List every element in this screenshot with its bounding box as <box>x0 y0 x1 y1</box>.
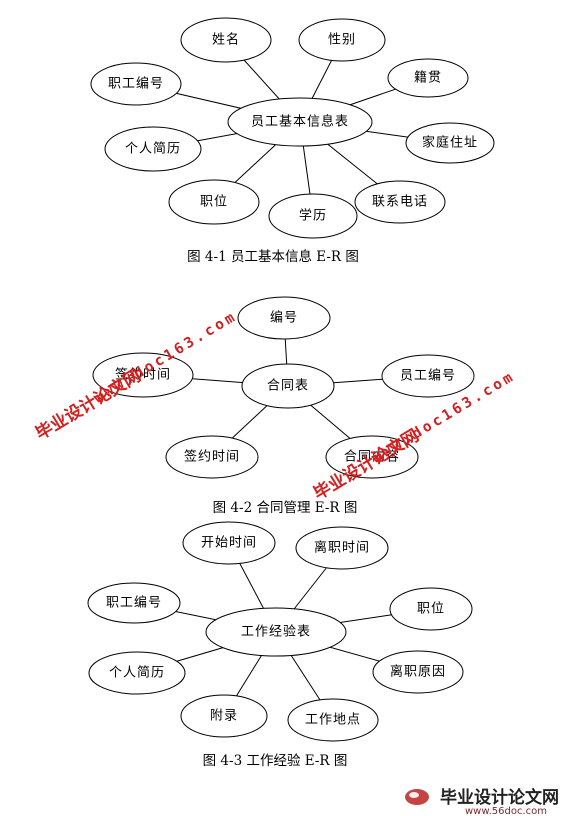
attribute-node: 离职原因 <box>372 650 464 694</box>
attribute-label: 工作地点 <box>305 713 361 728</box>
attribute-label: 编号 <box>270 311 298 326</box>
attribute-node: 性别 <box>298 18 386 62</box>
attribute-node: 签约时间 <box>92 352 194 398</box>
attribute-ellipse <box>87 582 181 624</box>
attribute-ellipse <box>180 17 272 63</box>
logo-url-text: www.56doc.com <box>465 806 547 816</box>
logo-mark-icon <box>405 789 429 805</box>
attribute-node: 家庭住址 <box>405 122 495 164</box>
attribute-node: 职位 <box>389 587 473 631</box>
attribute-label: 个人简历 <box>109 665 165 681</box>
entity-node: 工作经验表 <box>205 607 347 657</box>
attribute-label: 职位 <box>200 195 228 210</box>
attribute-node: 离职时间 <box>295 526 389 570</box>
attribute-label: 签约时间 <box>184 449 240 465</box>
entity-ellipse <box>205 607 347 657</box>
attribute-node: 附录 <box>180 694 268 738</box>
attribute-node: 籍贯 <box>387 58 469 98</box>
attribute-node: 个人简历 <box>104 126 202 172</box>
attribute-label: 家庭住址 <box>422 135 478 151</box>
entity-label: 合同表 <box>267 379 309 394</box>
attribute-ellipse <box>287 698 379 742</box>
attribute-node: 职工编号 <box>90 62 182 106</box>
attribute-label: 开始时间 <box>201 536 257 551</box>
attribute-ellipse <box>298 18 386 62</box>
attribute-label: 离职时间 <box>314 540 370 556</box>
attribute-ellipse <box>168 179 260 225</box>
attribute-label: 职工编号 <box>108 77 164 92</box>
attribute-ellipse <box>372 650 464 694</box>
attribute-label: 员工编号 <box>400 369 456 384</box>
attribute-ellipse <box>295 526 389 570</box>
entity-label: 员工基本信息表 <box>251 114 349 130</box>
attribute-ellipse <box>387 58 469 98</box>
attribute-label: 附录 <box>210 709 238 724</box>
caption-fig-4-3: 图 4-3 工作经验 E-R 图 <box>203 753 348 769</box>
entity-ellipse <box>227 97 373 147</box>
caption-fig-4-2: 图 4-2 合同管理 E-R 图 <box>213 500 358 516</box>
diagram-nodes: 姓名性别籍贯家庭住址联系电话学历职位个人简历职工编号员工基本信息表编号员工编号合… <box>87 17 495 742</box>
attribute-ellipse <box>381 354 475 398</box>
attribute-label: 性别 <box>328 33 356 48</box>
attribute-ellipse <box>405 122 495 164</box>
attribute-node: 学历 <box>268 193 358 239</box>
entity-label: 工作经验表 <box>241 624 311 640</box>
attribute-ellipse <box>182 521 276 565</box>
attribute-label: 职位 <box>417 602 445 617</box>
attribute-ellipse <box>325 435 419 479</box>
attribute-ellipse <box>92 352 194 398</box>
attribute-ellipse <box>165 435 259 479</box>
entity-node: 合同表 <box>241 363 335 409</box>
logo-cn-text: 毕业设计论文网 <box>440 787 559 808</box>
attribute-ellipse <box>90 62 182 106</box>
attribute-node: 合同内容 <box>325 435 419 479</box>
attribute-label: 职工编号 <box>106 596 162 611</box>
attribute-ellipse <box>88 651 186 695</box>
attribute-label: 学历 <box>299 208 327 224</box>
attribute-ellipse <box>104 126 202 172</box>
attribute-node: 职位 <box>168 179 260 225</box>
attribute-label: 籍贯 <box>414 70 442 86</box>
attribute-ellipse <box>389 587 473 631</box>
attribute-node: 工作地点 <box>287 698 379 742</box>
attribute-node: 个人简历 <box>88 651 186 695</box>
attribute-node: 签约时间 <box>165 435 259 479</box>
attribute-node: 开始时间 <box>182 521 276 565</box>
entity-node: 员工基本信息表 <box>227 97 373 147</box>
attribute-node: 联系电话 <box>354 180 446 224</box>
attribute-ellipse <box>237 296 331 340</box>
attribute-ellipse <box>180 694 268 738</box>
attribute-ellipse <box>354 180 446 224</box>
attribute-label: 离职原因 <box>390 664 446 680</box>
attribute-label: 姓名 <box>212 32 240 48</box>
attribute-ellipse <box>268 193 358 239</box>
attribute-label: 联系电话 <box>372 195 428 210</box>
attribute-label: 签约时间 <box>115 367 171 383</box>
site-logo: 毕业设计论文网 www.56doc.com <box>405 787 559 816</box>
attribute-node: 职工编号 <box>87 582 181 624</box>
caption-fig-4-1: 图 4-1 员工基本信息 E-R 图 <box>187 248 359 265</box>
attribute-node: 编号 <box>237 296 331 340</box>
attribute-label: 合同内容 <box>344 449 400 465</box>
attribute-node: 员工编号 <box>381 354 475 398</box>
watermark-left: 毕业设计论文网 www.doc163.com <box>32 308 240 444</box>
attribute-label: 个人简历 <box>125 141 181 157</box>
attribute-node: 姓名 <box>180 17 272 63</box>
entity-ellipse <box>241 363 335 409</box>
